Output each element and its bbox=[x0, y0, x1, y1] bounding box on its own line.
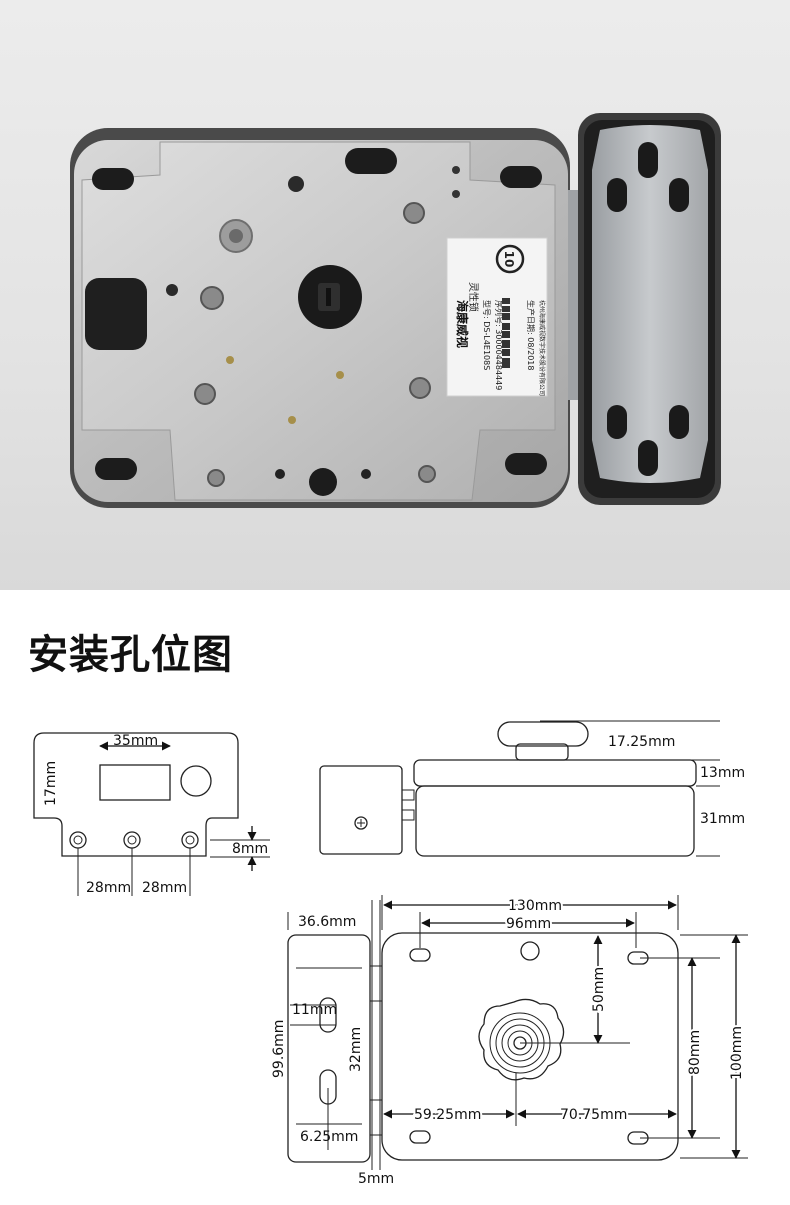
dim-99-6mm: 99.6mm bbox=[271, 1020, 287, 1078]
dim-50mm: 50mm bbox=[591, 967, 607, 1012]
strike-box bbox=[568, 113, 721, 505]
dim-31mm: 31mm bbox=[700, 811, 745, 827]
bracket-diagram: 35mm 17mm 8mm 28mm 28mm bbox=[33, 732, 270, 896]
mount-slot bbox=[500, 166, 542, 188]
side-view-diagram: 17.25mm 13mm 31mm bbox=[319, 720, 745, 857]
label-model: 型号: DS-L4E108S bbox=[482, 300, 491, 370]
lock-body bbox=[70, 128, 570, 508]
badge-number: 10 bbox=[502, 251, 516, 268]
dim-130mm: 130mm bbox=[508, 898, 562, 914]
dim-32mm: 32mm bbox=[348, 1027, 364, 1072]
dim-6-25mm: 6.25mm bbox=[300, 1129, 358, 1145]
dim-35mm: 35mm bbox=[113, 733, 158, 749]
mount-slot bbox=[95, 458, 137, 480]
lock-front-diagram: 130mm 96mm 50mm 80mm 100mm 59. bbox=[381, 895, 748, 1161]
dim-28mm-right: 28mm bbox=[142, 880, 187, 896]
dim-28mm-left: 28mm bbox=[86, 880, 131, 896]
strike-front-diagram: 36.6mm 11mm 99.6mm 32mm 6.25mm 5mm bbox=[271, 900, 394, 1187]
dim-59-25mm: 59.25mm bbox=[414, 1107, 481, 1123]
dim-17mm: 17mm bbox=[43, 761, 59, 806]
recycle-badge-icon bbox=[495, 244, 525, 274]
label-date: 生产日期: 08/2018 bbox=[526, 300, 536, 370]
dim-100mm: 100mm bbox=[729, 1026, 745, 1080]
page-title: 安装孔位图 bbox=[28, 631, 233, 678]
label-brand: 海康威视 bbox=[455, 300, 470, 348]
mount-slot bbox=[505, 453, 547, 475]
dim-17-25mm: 17.25mm bbox=[608, 734, 675, 750]
dim-70-75mm: 70.75mm bbox=[560, 1107, 627, 1123]
dim-96mm: 96mm bbox=[506, 916, 551, 932]
dim-8mm: 8mm bbox=[232, 841, 268, 857]
side-window bbox=[85, 278, 147, 350]
dim-13mm: 13mm bbox=[700, 765, 745, 781]
label-maker: 杭州海康威视数字技术股份有限公司 bbox=[538, 300, 546, 396]
dim-11mm: 11mm bbox=[292, 1002, 337, 1018]
mount-slot bbox=[92, 168, 134, 190]
lock-photo-drawing: 10 灵性锁 海康威视 型号: DS-L4E108S 序列号: 30000448… bbox=[70, 113, 721, 508]
dim-5mm: 5mm bbox=[358, 1171, 394, 1187]
product-label: 10 灵性锁 海康威视 型号: DS-L4E108S 序列号: 30000448… bbox=[446, 237, 548, 397]
label-serial: 序列号: 300004484449 bbox=[494, 300, 504, 390]
label-product: 灵性锁 bbox=[467, 282, 480, 312]
dim-80mm: 80mm bbox=[687, 1030, 703, 1075]
dim-36-6mm: 36.6mm bbox=[298, 914, 356, 930]
product-photo: 10 灵性锁 海康威视 型号: DS-L4E108S 序列号: 30000448… bbox=[0, 0, 790, 590]
